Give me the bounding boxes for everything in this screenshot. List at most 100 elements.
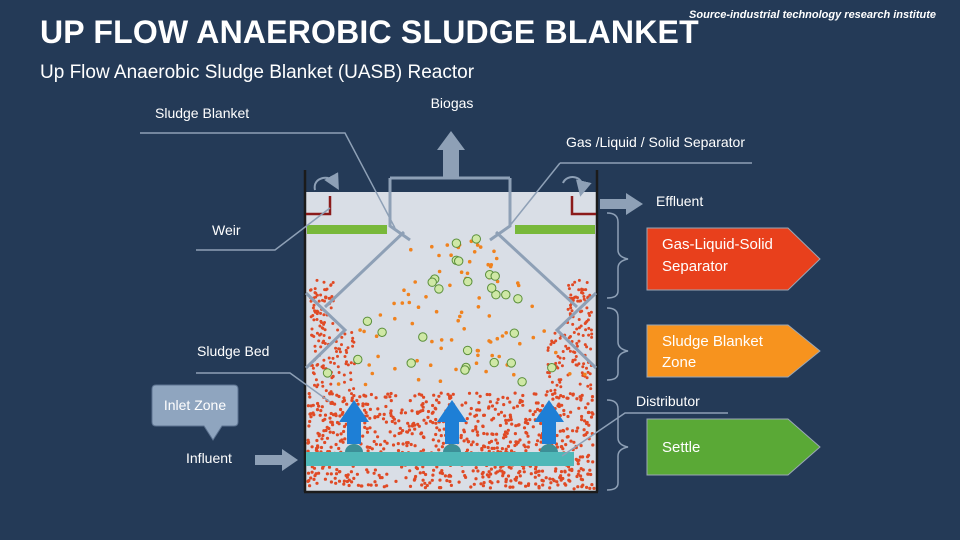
blanket-particle bbox=[512, 372, 516, 377]
sludge-dot bbox=[351, 344, 355, 348]
sludge-dot bbox=[582, 295, 586, 298]
sludge-dot bbox=[315, 278, 319, 282]
sludge-dot bbox=[483, 445, 487, 449]
blanket-particle bbox=[400, 301, 405, 305]
sludge-dot bbox=[349, 371, 353, 375]
sludge-dot bbox=[388, 430, 392, 434]
sludge-dot bbox=[504, 434, 508, 439]
gas-bubble bbox=[471, 234, 481, 244]
sludge-dot bbox=[584, 328, 588, 332]
sludge-dot bbox=[511, 485, 515, 489]
sludge-dot bbox=[432, 393, 436, 397]
sludge-dot bbox=[579, 398, 583, 402]
sludge-dot bbox=[325, 472, 329, 476]
blanket-particle bbox=[568, 372, 572, 376]
sludge-dot bbox=[589, 472, 593, 477]
blanket-particle bbox=[488, 264, 493, 269]
sludge-dot bbox=[312, 477, 316, 481]
sludge-dot bbox=[479, 482, 483, 486]
leader-lines bbox=[140, 132, 752, 457]
sludge-dot bbox=[591, 460, 595, 464]
sludge-dot bbox=[540, 478, 544, 482]
sludge-dot bbox=[328, 416, 332, 420]
sludge-dot bbox=[480, 472, 484, 476]
sludge-dot bbox=[533, 410, 537, 414]
gas-bubble bbox=[427, 277, 437, 287]
sludge-dot bbox=[437, 486, 442, 490]
sludge-dot bbox=[369, 392, 373, 397]
sludge-dot bbox=[536, 407, 540, 411]
sludge-dot bbox=[537, 469, 541, 473]
sludge-dot bbox=[569, 303, 572, 307]
blanket-particle bbox=[407, 300, 412, 305]
sludge-dot bbox=[334, 472, 339, 476]
sludge-dot bbox=[512, 406, 516, 410]
sludge-dot bbox=[552, 479, 556, 483]
sludge-dot bbox=[313, 383, 316, 387]
sludge-dot bbox=[401, 442, 405, 446]
sludge-dot bbox=[426, 415, 430, 419]
sludge-dot bbox=[437, 401, 441, 405]
sludge-dot bbox=[320, 437, 324, 441]
sludge-dot bbox=[342, 424, 347, 429]
sludge-dot bbox=[471, 429, 475, 433]
sludge-dot bbox=[586, 402, 590, 406]
blanket-particle bbox=[542, 329, 546, 333]
gas-bubble bbox=[489, 357, 499, 368]
sludge-dot bbox=[502, 471, 506, 475]
sludge-dot bbox=[509, 479, 513, 483]
sludge-dot bbox=[340, 343, 343, 347]
sludge-dot bbox=[582, 433, 586, 437]
sludge-dot bbox=[558, 336, 562, 340]
sludge-dot bbox=[571, 322, 575, 326]
sludge-dot bbox=[584, 288, 588, 292]
sludge-dot bbox=[316, 445, 320, 449]
sludge-dot bbox=[339, 432, 343, 436]
sludge-dot bbox=[580, 309, 584, 313]
sludge-dot bbox=[308, 484, 312, 488]
sludge-dot bbox=[589, 310, 593, 314]
sludge-dot bbox=[418, 471, 422, 475]
sludge-dot bbox=[309, 415, 313, 419]
sludge-dot bbox=[569, 306, 573, 310]
sludge-dot bbox=[521, 393, 525, 398]
sludge-dot bbox=[417, 392, 421, 396]
inlet-zone-label: Inlet Zone bbox=[164, 397, 226, 413]
sludge-dot bbox=[459, 436, 463, 440]
sludge-dot bbox=[361, 402, 365, 406]
effluent-label: Effluent bbox=[656, 193, 703, 209]
sludge-dot bbox=[437, 448, 441, 452]
sludge-dot bbox=[558, 475, 562, 480]
sludge-dot bbox=[329, 283, 333, 287]
sludge-dot bbox=[340, 412, 344, 416]
sludge-dot bbox=[577, 318, 581, 321]
sludge-dot bbox=[383, 439, 387, 443]
sludge-dot bbox=[582, 297, 586, 301]
blanket-particle bbox=[459, 270, 464, 275]
sludge-dot bbox=[405, 430, 409, 434]
sludge-dot bbox=[414, 466, 418, 470]
sludge-dot bbox=[307, 424, 311, 428]
sludge-dot bbox=[585, 306, 589, 310]
blanket-particle bbox=[476, 353, 480, 358]
sludge-dot bbox=[588, 293, 592, 297]
blanket-particle bbox=[430, 244, 434, 249]
sludge-dot bbox=[313, 309, 317, 313]
sludge-dot bbox=[337, 479, 342, 483]
sludge-dot bbox=[342, 479, 346, 483]
sludge-dot bbox=[338, 439, 342, 443]
gas-bubble bbox=[509, 328, 519, 338]
sludge-dot bbox=[584, 421, 589, 426]
sludge-dot bbox=[567, 473, 571, 477]
sludge-dot bbox=[324, 296, 328, 300]
sludge-dot bbox=[321, 418, 325, 423]
sludge-dot bbox=[518, 438, 522, 442]
sludge-dot bbox=[557, 404, 561, 409]
sludge-dot bbox=[312, 466, 317, 470]
sludge-dot bbox=[393, 434, 397, 438]
gas-bubble bbox=[353, 354, 363, 365]
sludge-dot bbox=[536, 439, 540, 443]
sludge-dot bbox=[327, 356, 331, 360]
sludge-dot bbox=[508, 485, 512, 489]
